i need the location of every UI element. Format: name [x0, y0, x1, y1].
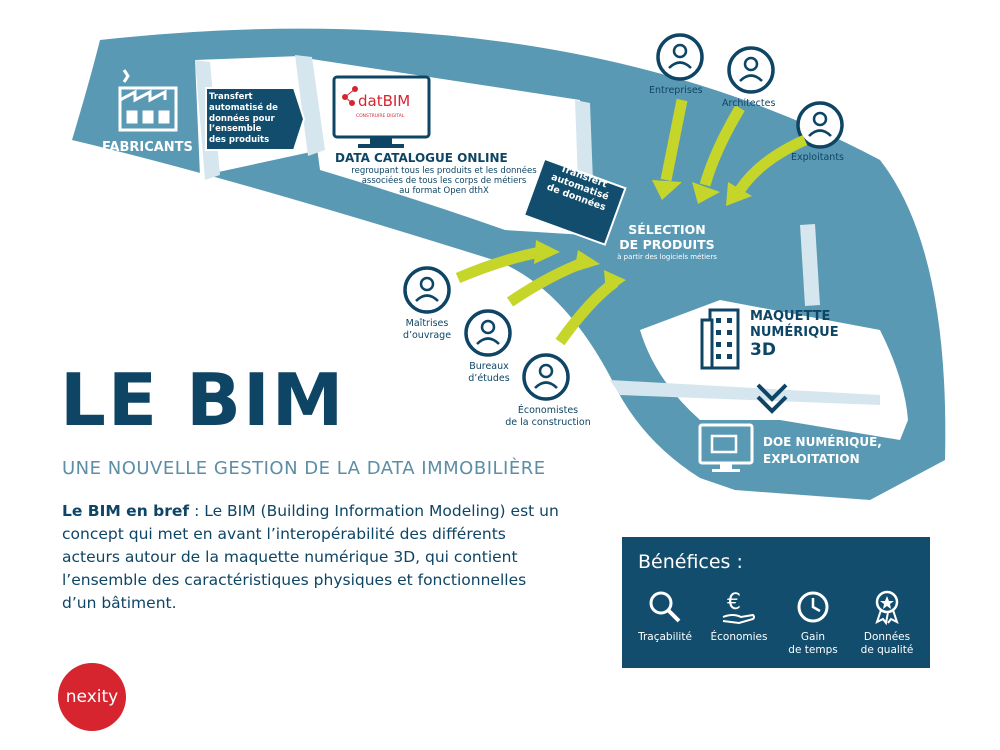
page-subtitle: UNE NOUVELLE GESTION DE LA DATA IMMOBILI…	[62, 458, 546, 479]
selection-title-line: SÉLECTION	[628, 222, 706, 237]
actor-arrowheads	[534, 180, 752, 294]
economistes-line: Économistes	[517, 405, 579, 416]
maitrises-line: d’ouvrage	[402, 330, 452, 341]
selection-block: SÉLECTION DE PRODUITS à partir des logic…	[604, 222, 730, 262]
double-chevron-down-icon	[756, 383, 788, 414]
benefit-label: Économies	[710, 631, 768, 643]
catalogue-desc-line: associées de tous les corps de métiers	[361, 176, 527, 186]
maitrises-line: Maîtrises	[405, 318, 449, 329]
person-icon-bureaux	[464, 309, 512, 357]
bureaux-line: d’études	[468, 373, 510, 384]
doe-monitor-icon	[698, 423, 754, 472]
datbim-tagline: CONSTRUIRE DIGITAL	[356, 114, 405, 119]
benefits-panel: Bénéfices : Traçabilité € Économies Gain…	[622, 537, 930, 668]
intro-text: : Le BIM (Building Information Modeling)…	[62, 502, 559, 612]
economistes-line: de la construction	[505, 417, 591, 428]
benefits-title: Bénéfices :	[638, 551, 743, 573]
maquette-line: 3D	[750, 340, 776, 360]
benefit-donnees-qualite: Données de qualité	[850, 587, 924, 657]
catalogue-desc-line: au format Open dthX	[399, 186, 489, 196]
quality-badge-icon	[875, 590, 899, 626]
transfer-1-line: l’ensemble	[209, 124, 262, 135]
datbim-monitor-icon	[332, 75, 431, 148]
transfer-1-line: des produits	[209, 135, 270, 146]
selection-subtitle: à partir des logiciels métiers	[617, 253, 717, 261]
benefit-economies: € Économies	[702, 587, 776, 644]
nexity-logo: nexity	[58, 663, 126, 731]
intro-lead: Le BIM en bref	[62, 502, 190, 520]
benefit-tracabilite: Traçabilité	[628, 587, 702, 644]
transfer-box-1	[205, 87, 306, 151]
building-icon	[700, 308, 740, 370]
benefit-label: de qualité	[860, 644, 914, 656]
clock-icon	[797, 591, 829, 623]
label-economistes: Économistes de la construction	[496, 405, 600, 429]
catalogue-title: DATA CATALOGUE ONLINE	[335, 151, 508, 165]
intro-paragraph: Le BIM en bref : Le BIM (Building Inform…	[62, 500, 562, 615]
benefit-label: Données	[863, 631, 911, 643]
bureaux-line: Bureaux	[469, 361, 509, 372]
maquette-line: MAQUETTE	[750, 309, 831, 324]
datbim-logo-text: datBIM	[358, 92, 411, 110]
factory-icon	[118, 69, 178, 132]
label-exploitants: Exploitants	[791, 152, 844, 163]
benefit-label: de temps	[788, 644, 838, 656]
svg-text:€: €	[727, 590, 741, 615]
benefit-label: Traçabilité	[638, 631, 692, 643]
catalogue-description: regroupant tous les produits et les donn…	[334, 166, 554, 196]
label-maitrises: Maîtrises d’ouvrage	[396, 318, 458, 342]
doe-line: DOE NUMÉRIQUE,	[763, 435, 882, 449]
transfer-1-text: Transfert automatisé de données pour l’e…	[209, 92, 294, 146]
person-icon-exploitants	[796, 101, 844, 149]
magnifier-icon	[649, 591, 681, 623]
benefit-gain-temps: Gain de temps	[776, 587, 850, 657]
transfer-box-2	[522, 157, 627, 246]
person-icon-architectes	[727, 46, 775, 94]
euro-hand-icon: €	[722, 590, 755, 625]
maquette-line: NUMÉRIQUE	[750, 325, 839, 340]
benefit-label: Gain	[800, 631, 826, 643]
label-architectes: Architectes	[722, 98, 776, 109]
label-entreprises: Entreprises	[649, 85, 703, 96]
doe-line: EXPLOITATION	[763, 452, 860, 466]
label-fabricants: FABRICANTS	[102, 140, 193, 155]
maquette-label: MAQUETTE NUMÉRIQUE 3D	[750, 309, 839, 360]
transfer-1-line: Transfert	[209, 92, 253, 102]
catalogue-desc-line: regroupant tous les produits et les donn…	[351, 166, 537, 176]
doe-label: DOE NUMÉRIQUE, EXPLOITATION	[763, 434, 882, 468]
label-bureaux: Bureaux d’études	[458, 361, 520, 385]
selection-title-line: DE PRODUITS	[619, 237, 715, 252]
page-title: LE BIM	[60, 358, 346, 442]
person-icon-entreprises	[656, 33, 704, 81]
transfer-1-line: données pour	[209, 113, 275, 124]
person-icon-maitrises	[403, 266, 451, 314]
person-icon-economistes	[522, 353, 570, 401]
transfer-1-line: automatisé de	[209, 102, 278, 113]
